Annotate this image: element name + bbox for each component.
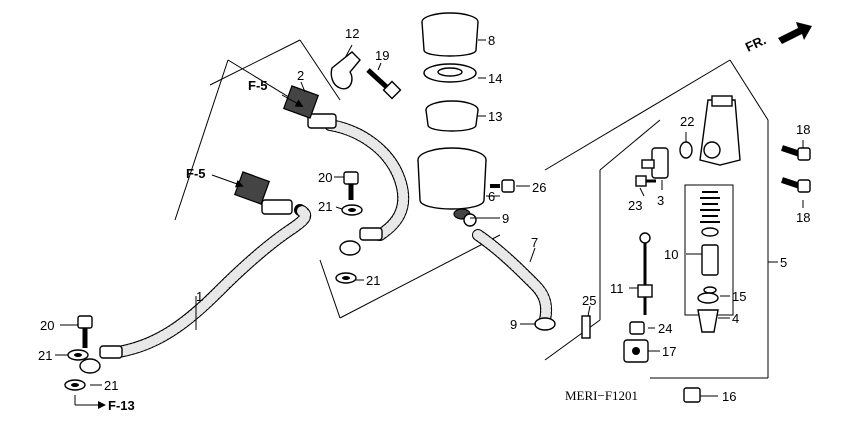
label-21-a: 21: [38, 348, 52, 363]
label-26: 26: [532, 180, 546, 195]
leader-lines: [55, 39, 804, 397]
label-11: 11: [610, 281, 624, 296]
label-25: 25: [582, 293, 596, 308]
label-9-top: 9: [502, 211, 509, 226]
label-21-c: 21: [318, 199, 332, 214]
washer-21-a: [67, 349, 89, 361]
bolt-26: [490, 179, 515, 193]
clamp-9-bottom: [534, 317, 556, 331]
ref-f13: F-13: [108, 398, 135, 413]
label-18-bottom: 18: [796, 210, 810, 225]
label-16: 16: [722, 389, 736, 404]
washer-21-d: [335, 272, 357, 284]
label-18-top: 18: [796, 122, 810, 137]
ref-f5-top: F-5: [248, 78, 268, 93]
bolt-20-mid: [343, 171, 359, 200]
label-6: 6: [488, 189, 495, 204]
clamp-9-top: [463, 213, 477, 227]
cap-8: [421, 12, 479, 57]
bolt-20-left: [77, 315, 93, 348]
reservoir-6: [417, 147, 487, 220]
label-7: 7: [531, 235, 538, 250]
label-13: 13: [488, 109, 502, 124]
label-23: 23: [628, 198, 642, 213]
washer-21-b: [64, 379, 86, 391]
nut-24: [629, 321, 645, 335]
label-4: 4: [732, 311, 739, 326]
ref-arrows: [74, 94, 304, 409]
label-12: 12: [345, 26, 359, 41]
diagram-code: MERI−F1201: [565, 388, 638, 403]
washer-21-c: [341, 204, 363, 216]
label-21-b: 21: [104, 378, 118, 393]
hose-2: [282, 85, 410, 256]
label-2: 2: [297, 68, 304, 83]
push-rod-11: [637, 232, 653, 315]
screw-23: [635, 175, 656, 187]
label-1: 1: [196, 289, 203, 304]
label-3: 3: [657, 193, 664, 208]
pin-25: [581, 315, 591, 339]
front-arrow-icon: [778, 22, 812, 44]
diaphragm-13: [425, 100, 479, 132]
hose-1: [79, 171, 312, 374]
master-cylinder-body: [699, 95, 741, 166]
boot-4: [697, 309, 719, 333]
label-22: 22: [680, 114, 694, 129]
label-17: 17: [662, 344, 676, 359]
circlip-15: [697, 292, 719, 304]
bolt-19: [366, 68, 402, 100]
label-14: 14: [488, 71, 502, 86]
front-label: FR.: [743, 32, 768, 54]
oring-22: [679, 141, 693, 159]
label-20-mid: 20: [318, 170, 332, 185]
label-19: 19: [375, 48, 389, 63]
label-20-left: 20: [40, 318, 54, 333]
label-24: 24: [658, 321, 672, 336]
plate-14: [423, 63, 477, 83]
clip-12: [330, 51, 361, 90]
label-21-d: 21: [366, 273, 380, 288]
label-10: 10: [664, 247, 678, 262]
label-9-bottom: 9: [510, 317, 517, 332]
label-8: 8: [488, 33, 495, 48]
joint-17: [623, 339, 649, 363]
cotter-pin-16: [683, 387, 701, 403]
label-15: 15: [732, 289, 746, 304]
ref-f5-left: F-5: [186, 166, 206, 181]
hose-7: [472, 229, 553, 326]
bolt-18-top: [781, 145, 811, 161]
bolt-18-bottom: [781, 177, 811, 193]
joint-3: [641, 147, 669, 179]
label-5: 5: [780, 255, 787, 270]
